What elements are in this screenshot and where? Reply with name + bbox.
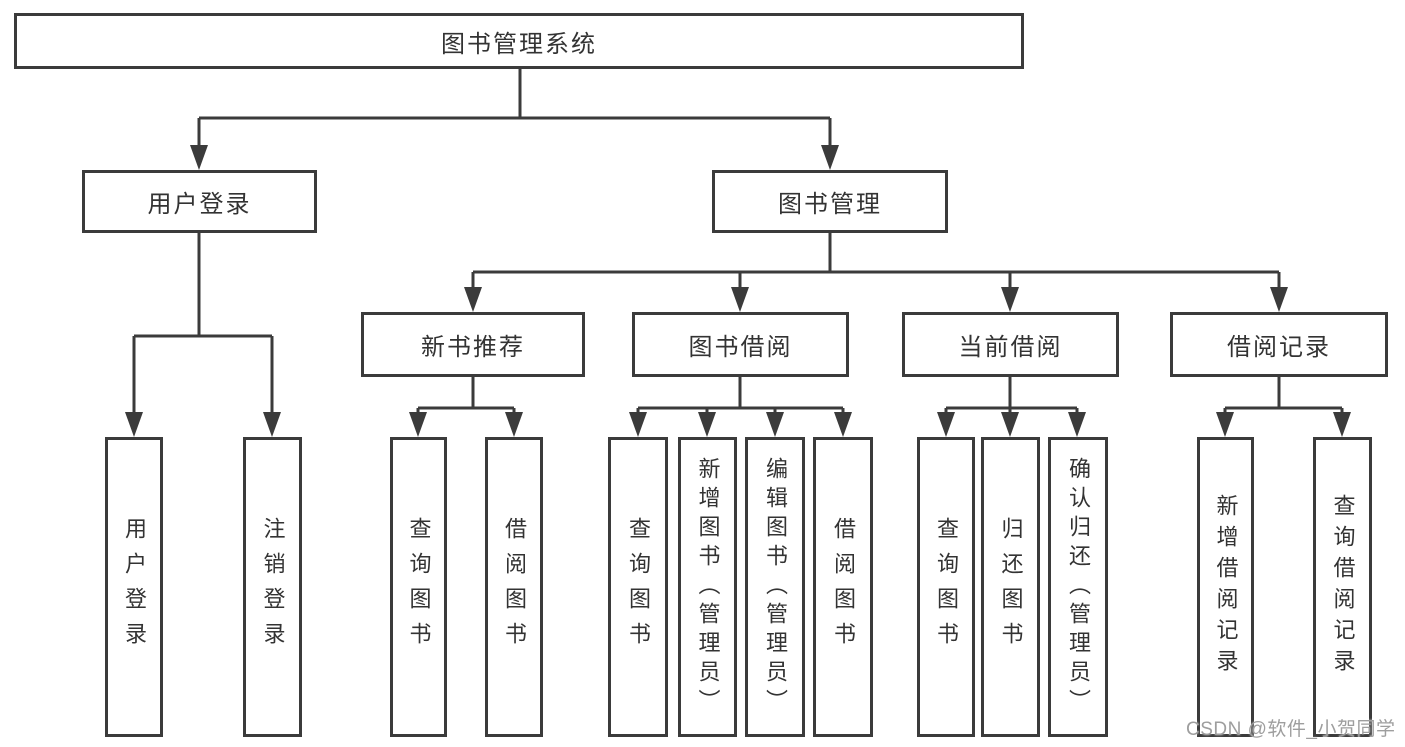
node-library-management-system: 图书管理系统	[14, 13, 1024, 69]
node-borrowing-records: 借阅记录	[1170, 312, 1388, 377]
leaf-records-add-record: 新增借阅记录	[1197, 437, 1254, 737]
node-book-borrowing: 图书借阅	[632, 312, 849, 377]
node-current-borrowing: 当前借阅	[902, 312, 1119, 377]
leaf-label: 查询图书	[934, 517, 959, 657]
node-book-management: 图书管理	[712, 170, 948, 233]
leaf-label: 新增借阅记录	[1213, 494, 1239, 680]
leaf-label: 借阅图书	[831, 517, 856, 657]
node-new-book-recommend: 新书推荐	[361, 312, 585, 377]
leaf-label: 新增图书（管理员）	[695, 456, 721, 718]
leaf-current-query-books: 查询图书	[917, 437, 975, 737]
leaf-label: 归还图书	[998, 517, 1024, 657]
leaf-borrow-edit-books-admin: 编辑图书（管理员）	[745, 437, 805, 737]
leaf-label: 查询图书	[626, 517, 651, 657]
leaf-logout-login: 注销登录	[243, 437, 302, 737]
leaf-borrow-query-books: 查询图书	[608, 437, 668, 737]
leaf-label: 注销登录	[260, 517, 286, 657]
leaf-label: 查询图书	[406, 517, 432, 657]
watermark: CSDN @软件_小贺同学	[1186, 719, 1396, 740]
node-user-login: 用户登录	[82, 170, 317, 233]
leaf-records-query-record: 查询借阅记录	[1313, 437, 1372, 737]
leaf-label: 借阅图书	[502, 517, 527, 657]
leaf-label: 编辑图书（管理员）	[763, 456, 788, 718]
leaf-borrow-borrow-books: 借阅图书	[813, 437, 873, 737]
leaf-newrec-query-books: 查询图书	[390, 437, 447, 737]
leaf-borrow-add-books-admin: 新增图书（管理员）	[678, 437, 737, 737]
leaf-newrec-borrow-books: 借阅图书	[485, 437, 543, 737]
leaf-current-return-books: 归还图书	[981, 437, 1040, 737]
leaf-user-login: 用户登录	[105, 437, 163, 737]
leaf-label: 用户登录	[122, 517, 147, 657]
leaf-current-confirm-return-admin: 确认归还（管理员）	[1048, 437, 1108, 737]
leaf-label: 查询借阅记录	[1330, 494, 1356, 680]
arrowheads	[125, 145, 1351, 437]
leaf-label: 确认归还（管理员）	[1066, 456, 1091, 718]
